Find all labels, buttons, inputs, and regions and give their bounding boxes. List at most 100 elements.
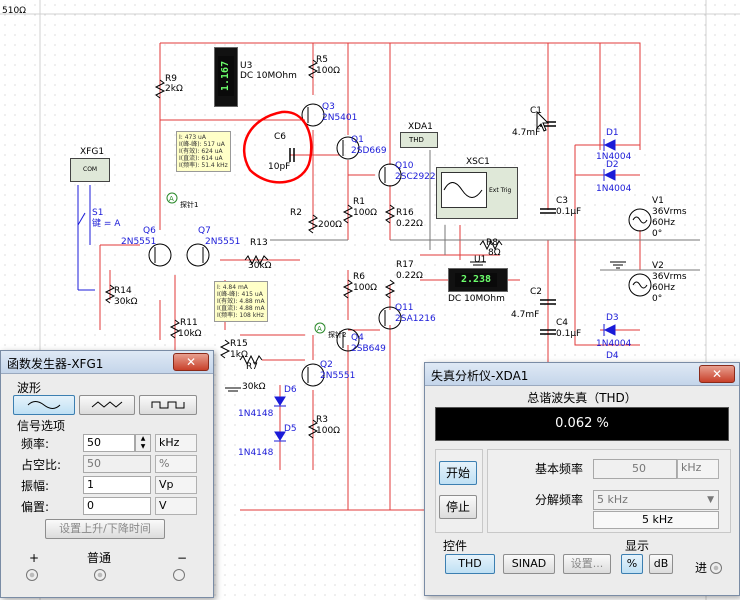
- top-left-label: 510Ω: [2, 6, 27, 16]
- r16-ref: R16: [396, 208, 414, 218]
- d1-ref: D1: [606, 128, 619, 138]
- xsc1-ref: XSC1: [466, 157, 490, 167]
- fundamental-unit[interactable]: kHz: [677, 459, 719, 479]
- settings-button[interactable]: 设置...: [563, 554, 611, 574]
- q10-ref: Q10: [395, 161, 414, 171]
- r9-ref: R9: [165, 74, 177, 84]
- xda1-text: THD: [409, 136, 424, 144]
- stop-button[interactable]: 停止: [439, 495, 477, 519]
- offset-input[interactable]: 0: [83, 497, 151, 515]
- fundamental-label: 基本频率: [535, 462, 584, 476]
- offset-unit[interactable]: V: [155, 497, 197, 515]
- xfg1-text: COM: [83, 166, 98, 173]
- xsc1-screen: [441, 172, 487, 208]
- c3-ref: C3: [556, 196, 569, 206]
- db-button[interactable]: dB: [649, 554, 673, 574]
- xda1-ref: XDA1: [408, 122, 433, 132]
- r1-value: 100Ω: [353, 208, 378, 218]
- c2-ref: C2: [530, 287, 543, 297]
- fundamental-input[interactable]: 50: [593, 459, 677, 479]
- xsc1-text: Ext Trig: [489, 187, 512, 194]
- d3-model: 1N4004: [596, 339, 632, 349]
- s1-key[interactable]: 键 = A: [92, 219, 121, 229]
- frequency-spinner[interactable]: ▲▼: [135, 434, 151, 452]
- start-button[interactable]: 开始: [439, 461, 477, 485]
- c6-ref: C6: [274, 132, 287, 142]
- triangle-wave-button[interactable]: [79, 395, 135, 415]
- duty-cycle-input[interactable]: 50: [83, 455, 151, 473]
- function-generator-window[interactable]: 函数发生器-XFG1 ✕ 波形 信号选项 频率: 50 ▲▼ kHz 占空比: …: [0, 350, 214, 598]
- r7-value: 30kΩ: [242, 382, 266, 392]
- sine-wave-button[interactable]: [13, 395, 75, 415]
- triangle-wave-icon: [91, 401, 123, 408]
- probe2-line: I(直流): 4.88 mA: [217, 305, 265, 312]
- rise-fall-time-button[interactable]: 设置上升/下降时间: [45, 519, 165, 539]
- common-terminal[interactable]: [94, 569, 106, 581]
- plus-terminal-label: +: [29, 551, 40, 565]
- voltmeter-u1[interactable]: 2.238: [448, 268, 508, 292]
- r9-value: 2kΩ: [165, 84, 183, 94]
- q7-ref: Q7: [198, 226, 211, 236]
- controls-label: 控件: [443, 539, 468, 553]
- r5-value: 100Ω: [316, 66, 341, 76]
- probe2-readout[interactable]: I: 4.84 mA I(峰-峰): 415 uA I(有效): 4.88 mA…: [214, 281, 268, 322]
- c1-ref: C1: [530, 106, 543, 116]
- xsc1-instrument[interactable]: Ext Trig: [436, 167, 518, 219]
- d6-ref: D6: [284, 385, 297, 395]
- q6-ref: Q6: [143, 226, 156, 236]
- r14-value: 30kΩ: [114, 297, 138, 307]
- fg-signal-group: 信号选项: [17, 419, 66, 433]
- r17-value: 0.22Ω: [396, 271, 423, 281]
- probe2-tag: A: [317, 325, 322, 333]
- plus-terminal[interactable]: [26, 569, 38, 581]
- probe1-line: I(直流): 614 uA: [179, 155, 223, 162]
- duty-cycle-unit[interactable]: %: [155, 455, 197, 473]
- xda1-instrument[interactable]: THD: [400, 132, 438, 148]
- square-wave-button[interactable]: [139, 395, 197, 415]
- r6-ref: R6: [353, 272, 365, 282]
- r14-ref: R14: [114, 286, 132, 296]
- v2-ref: V2: [652, 261, 664, 271]
- c1-value: 4.7mF: [512, 128, 541, 138]
- da-close-button[interactable]: ✕: [699, 365, 735, 383]
- square-wave-icon: [151, 401, 185, 409]
- resolution-label: 分解频率: [535, 493, 584, 507]
- da-titlebar[interactable]: 失真分析仪-XDA1 ✕: [425, 363, 739, 386]
- percent-button[interactable]: %: [621, 554, 643, 574]
- amplitude-label: 振幅:: [21, 479, 50, 493]
- distortion-analyzer-window[interactable]: 失真分析仪-XDA1 ✕ 总谐波失真（THD） 0.062 % 开始 停止 基本…: [424, 362, 740, 596]
- probe2-line: I: 4.84 mA: [217, 284, 248, 291]
- xfg1-instrument[interactable]: COM: [70, 158, 110, 182]
- input-terminal[interactable]: [710, 562, 722, 574]
- q3-model: 2N5401: [322, 113, 358, 123]
- da-title: 失真分析仪-XDA1: [431, 369, 529, 383]
- frequency-unit[interactable]: kHz: [155, 434, 197, 452]
- r8-value: 8Ω: [488, 248, 501, 258]
- sinad-mode-button[interactable]: SINAD: [503, 554, 555, 574]
- voltmeter-u1-display: 2.238: [455, 273, 497, 287]
- probe1-tag: A: [169, 195, 174, 203]
- thd-mode-button[interactable]: THD: [445, 554, 495, 574]
- probe1-readout[interactable]: I: 473 uA I(峰-峰): 517 uA I(有效): 624 uA I…: [176, 131, 231, 172]
- q4-ref: Q4: [351, 333, 364, 343]
- q7-model: 2N5551: [205, 237, 241, 247]
- amplitude-input[interactable]: 1: [83, 476, 151, 494]
- r3-ref: R3: [316, 415, 328, 425]
- r11-value: 10kΩ: [178, 329, 202, 339]
- frequency-input[interactable]: 50: [83, 434, 135, 452]
- voltmeter-u3[interactable]: 1.167: [214, 47, 238, 107]
- r15-ref: R15: [230, 339, 248, 349]
- resolution-select[interactable]: 5 kHz ▼: [593, 490, 719, 510]
- minus-terminal[interactable]: [173, 569, 185, 581]
- fg-title: 函数发生器-XFG1: [7, 357, 104, 371]
- c3-value: 0.1μF: [556, 207, 582, 217]
- fg-close-button[interactable]: ✕: [173, 353, 209, 371]
- d4-ref: D4: [606, 351, 619, 361]
- q6-model: 2N5551: [121, 237, 157, 247]
- fg-titlebar[interactable]: 函数发生器-XFG1 ✕: [1, 351, 213, 374]
- c6-value: 10pF: [268, 162, 291, 172]
- q10-model: 2SC2922: [395, 172, 436, 182]
- amplitude-unit[interactable]: Vp: [155, 476, 197, 494]
- c4-value: 0.1μF: [556, 329, 582, 339]
